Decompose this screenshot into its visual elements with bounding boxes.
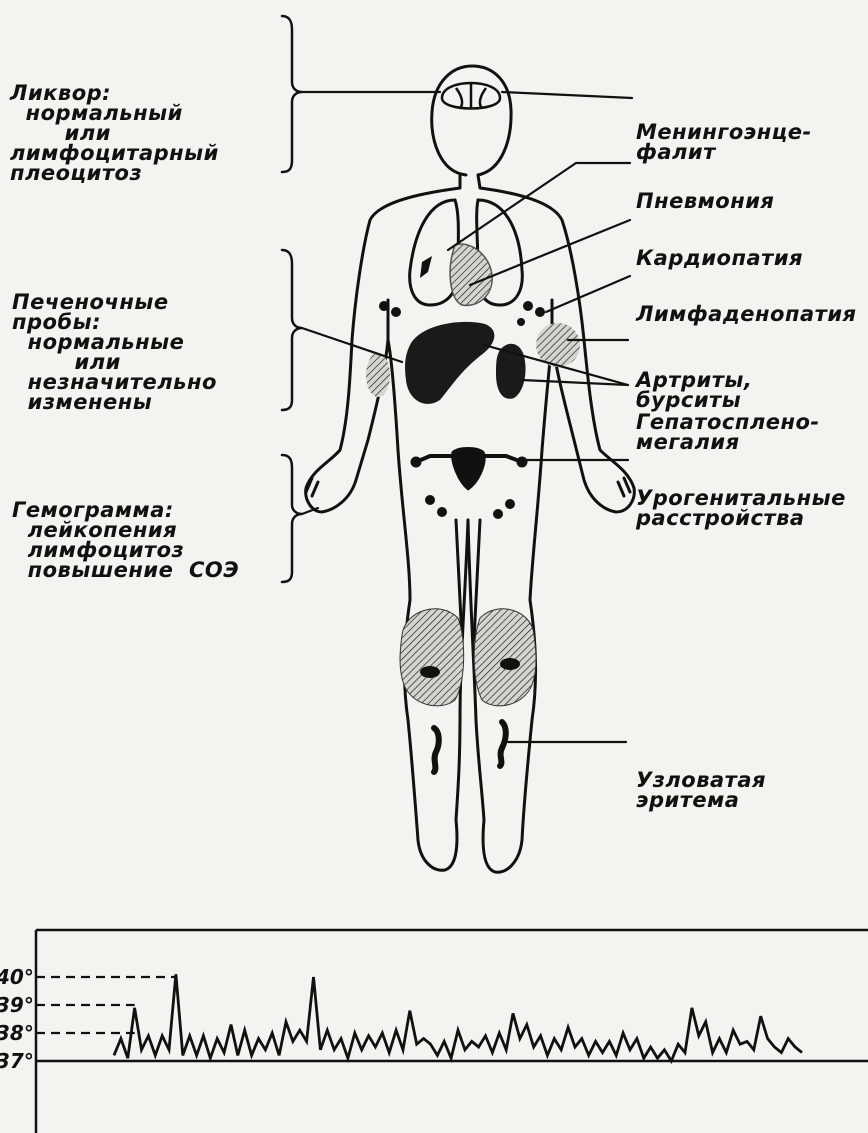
leader-meningo bbox=[502, 92, 632, 98]
body-outline-left bbox=[306, 175, 468, 870]
y-tick-38: 38° bbox=[0, 1021, 34, 1045]
leader-kardio bbox=[470, 220, 630, 285]
leader-pnevmonia-b bbox=[448, 163, 576, 250]
brace-likvor bbox=[282, 16, 302, 172]
label-gemogramma: Гемограмма: лейкопения лимфоцитоз повыше… bbox=[12, 460, 239, 600]
y-tick-39: 39° bbox=[0, 993, 34, 1017]
brace-gemogramma bbox=[282, 455, 302, 582]
liver bbox=[405, 322, 494, 404]
erythema-right bbox=[500, 722, 506, 766]
joint-elbow-left bbox=[366, 353, 390, 397]
heart bbox=[450, 244, 492, 305]
urogenital-organs bbox=[411, 448, 527, 491]
y-tick-37: 37° bbox=[0, 1049, 34, 1073]
dashed-levels bbox=[36, 977, 176, 1033]
left-braces bbox=[282, 16, 302, 582]
erythema-left bbox=[434, 728, 439, 772]
temperature-curve bbox=[114, 974, 802, 1061]
leader-limfa bbox=[546, 276, 630, 312]
pneumonia-focus bbox=[420, 256, 432, 278]
brace-pechen bbox=[282, 250, 302, 410]
brain bbox=[442, 82, 500, 109]
y-tick-40: 40° bbox=[0, 965, 34, 989]
fingers-right bbox=[618, 478, 630, 496]
body-outline-right bbox=[468, 175, 634, 872]
temperature-chart bbox=[36, 930, 868, 1133]
knees bbox=[400, 609, 536, 706]
leader-lines bbox=[302, 92, 632, 742]
